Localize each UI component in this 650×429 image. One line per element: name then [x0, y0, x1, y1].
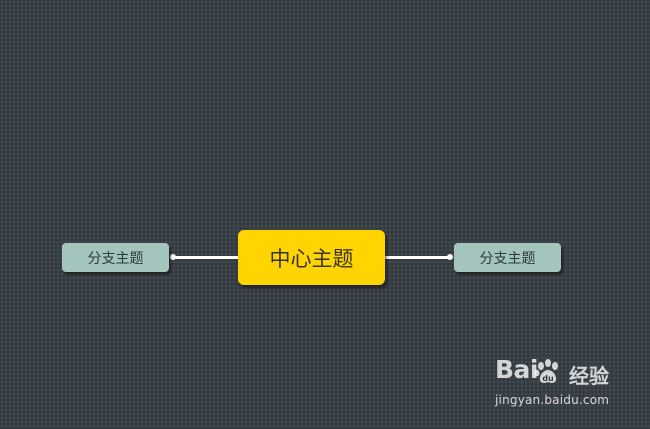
connector-left-endpoint [170, 254, 176, 260]
connector-right-endpoint [447, 254, 453, 260]
central-topic[interactable]: 中心主题 [238, 230, 385, 285]
svg-text:du: du [542, 374, 554, 383]
watermark-brand-text: 经验 [569, 364, 609, 388]
central-topic-label: 中心主题 [269, 246, 354, 271]
paw-icon: du [534, 359, 558, 383]
branch-topic-right[interactable]: 分支主题 [454, 243, 561, 272]
connector-left [173, 256, 239, 259]
baidu-jingyan-watermark: Bai du 经验 jingyan.baidu.com [495, 355, 635, 415]
watermark-logo-text: Bai [495, 355, 539, 384]
connector-right [384, 256, 450, 259]
watermark-url: jingyan.baidu.com [495, 393, 610, 407]
branch-topic-left-label: 分支主题 [87, 250, 144, 267]
branch-topic-right-label: 分支主题 [479, 250, 536, 267]
branch-topic-left[interactable]: 分支主题 [62, 243, 169, 272]
